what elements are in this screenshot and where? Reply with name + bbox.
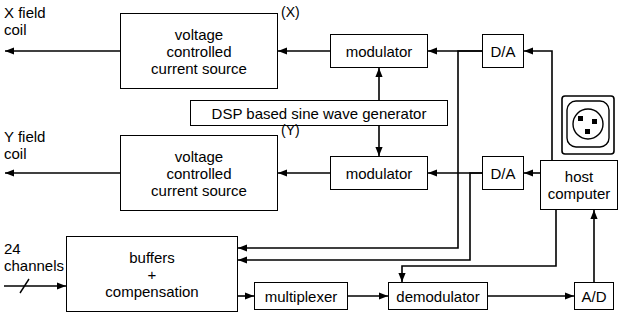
bus-slash — [20, 279, 29, 293]
box-text: voltage controlled current source — [147, 148, 251, 199]
screen-dot — [578, 116, 583, 121]
converter-box: D/A — [482, 156, 524, 190]
current-source-box: voltage controlled current source — [120, 13, 278, 89]
coil-label: X field coil — [4, 4, 54, 38]
box-text: A/D — [581, 288, 606, 305]
screen-circle — [573, 109, 603, 139]
coil-lead — [5, 50, 120, 52]
box-text: D/A — [490, 165, 515, 182]
screen-dot — [592, 119, 597, 124]
signal-connector — [488, 295, 574, 297]
box-text: host computer — [546, 168, 612, 202]
box-text: D/A — [490, 43, 515, 60]
text-line: buffers — [105, 249, 198, 266]
screen-dot — [585, 129, 590, 134]
coil-label: Y field coil — [4, 128, 54, 162]
signal-connector — [378, 68, 380, 100]
signal-connector — [593, 210, 595, 282]
generator-box: DSP based sine wave generator — [190, 100, 448, 126]
current-source-box: voltage controlled current source — [120, 135, 278, 211]
monitor-icon — [562, 96, 614, 154]
signal-connector — [278, 50, 330, 52]
box-text: buffers + compensation — [105, 249, 198, 300]
box-text: multiplexer — [265, 288, 338, 305]
text-line: compensation — [105, 283, 198, 300]
monitor-case — [562, 96, 614, 154]
text-line: + — [105, 266, 198, 283]
converter-box: D/A — [482, 34, 524, 68]
multiplexer-box: multiplexer — [254, 282, 348, 310]
signal-connector — [378, 126, 380, 156]
signal-connector — [402, 210, 556, 282]
signal-connector — [524, 172, 540, 174]
box-text: voltage controlled current source — [147, 26, 251, 77]
channel-label: 24 channels — [4, 240, 68, 274]
signal-connector — [348, 295, 388, 297]
buffer-box: buffers + compensation — [66, 236, 238, 312]
axis-tag: (X) — [281, 4, 300, 21]
input-bus — [4, 285, 66, 287]
modulator-box: modulator — [330, 156, 428, 190]
monitor-screen — [567, 101, 609, 147]
computer-box: host computer — [540, 160, 618, 210]
signal-connector — [238, 295, 254, 297]
coil-lead — [5, 172, 120, 174]
box-text: DSP based sine wave generator — [212, 105, 427, 122]
signal-connector — [524, 51, 552, 160]
axis-tag: (Y) — [281, 122, 300, 139]
modulator-box: modulator — [330, 34, 428, 68]
box-text: modulator — [346, 43, 413, 60]
demodulator-box: demodulator — [388, 282, 488, 310]
signal-connector — [278, 172, 330, 174]
box-text: modulator — [346, 165, 413, 182]
box-text: demodulator — [396, 288, 479, 305]
converter-box: A/D — [574, 282, 614, 310]
